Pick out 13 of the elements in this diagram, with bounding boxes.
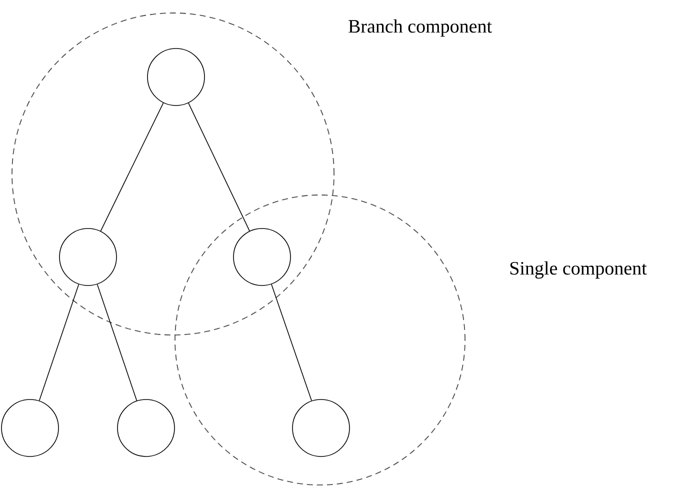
- tree-node-circle: [117, 399, 175, 457]
- tree-node-circle: [59, 228, 117, 286]
- tree-node-circle: [292, 399, 350, 457]
- component-label: Branch component: [348, 19, 492, 37]
- tree-edge: [100, 102, 164, 232]
- tree-edge: [271, 284, 312, 402]
- tree-edge: [188, 102, 250, 232]
- component-label: Single component: [510, 261, 647, 279]
- tree-node-circle: [233, 228, 291, 286]
- tree-edge: [38, 284, 80, 402]
- tree-node-circle: [147, 48, 205, 106]
- tree-node-circle: [1, 399, 59, 457]
- tree-edge: [96, 284, 138, 402]
